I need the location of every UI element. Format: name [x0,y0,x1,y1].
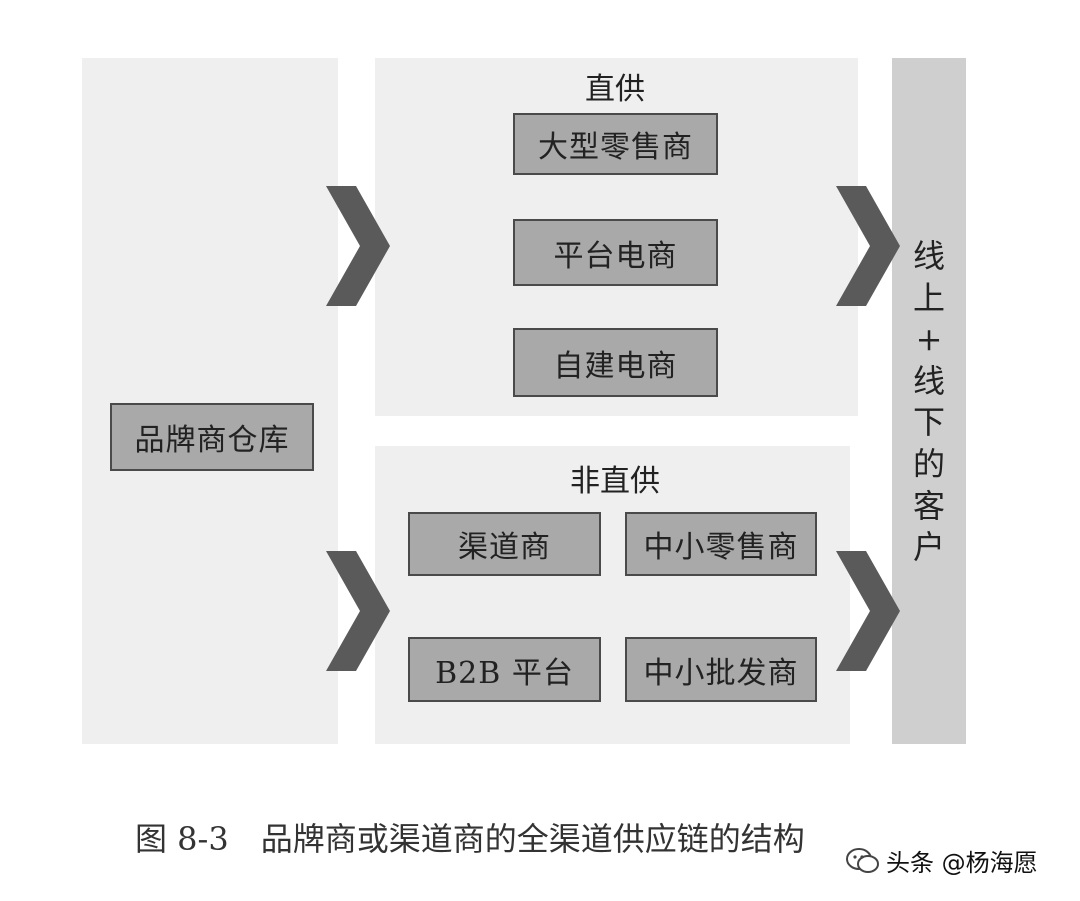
direct-item-platform-ecommerce: 平台电商 [513,219,718,286]
figure-caption: 图 8-3 品牌商或渠道商的全渠道供应链的结构 [135,820,805,858]
customer-char: 线 [912,237,945,275]
chevron-right-icon [836,551,900,671]
watermark-text: 头条 @杨海愿 [886,849,1038,877]
indirect-item-channel-dealer: 渠道商 [408,512,601,576]
customer-label: 线 上 + 线 下 的 客 户 [892,236,966,569]
indirect-title: 非直供 [570,464,660,499]
direct-item-large-retailer: 大型零售商 [513,113,718,175]
customer-char: + [915,320,943,359]
warehouse-box: 品牌商仓库 [110,403,314,471]
watermark: 头条 @杨海愿 [846,843,1038,878]
indirect-item-b2b-platform: B2B 平台 [408,637,601,702]
customer-char: 的 [912,444,945,483]
wechat-icon [846,847,879,873]
indirect-item-small-retailer: 中小零售商 [625,512,817,576]
chevron-right-icon [326,551,390,671]
warehouse-panel [82,58,338,744]
direct-item-own-ecommerce: 自建电商 [513,328,718,397]
customer-char: 下 [912,403,945,442]
customer-char: 客 [912,486,945,525]
indirect-item-small-wholesaler: 中小批发商 [625,637,817,702]
customer-bar [892,58,966,744]
direct-title: 直供 [585,72,645,107]
chevron-right-icon [836,186,900,306]
customer-char: 线 [912,361,945,400]
chevron-right-icon [326,186,390,306]
customer-char: 户 [912,528,945,567]
customer-char: 上 [912,278,945,317]
